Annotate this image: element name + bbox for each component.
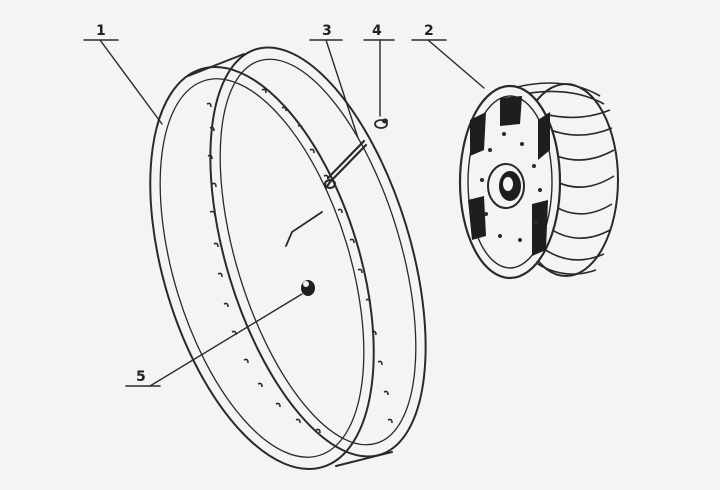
callout-label-1: 1 — [96, 23, 106, 39]
spoke-inner — [285, 211, 323, 247]
callout-label-3: 3 — [322, 23, 332, 39]
callout-4: 4 — [363, 23, 395, 117]
rim — [149, 46, 427, 470]
callout-label-5: 5 — [136, 369, 146, 385]
spoke — [323, 139, 368, 190]
valve-grommet — [301, 280, 315, 296]
callout-label-4: 4 — [372, 23, 382, 39]
hub — [458, 82, 619, 280]
callout-1: 1 — [83, 23, 163, 125]
callout-5: 5 — [125, 293, 303, 387]
callout-2: 2 — [411, 23, 485, 89]
callout-3: 3 — [309, 23, 359, 139]
spoke-nipple — [374, 118, 388, 129]
callout-label-2: 2 — [424, 23, 434, 39]
